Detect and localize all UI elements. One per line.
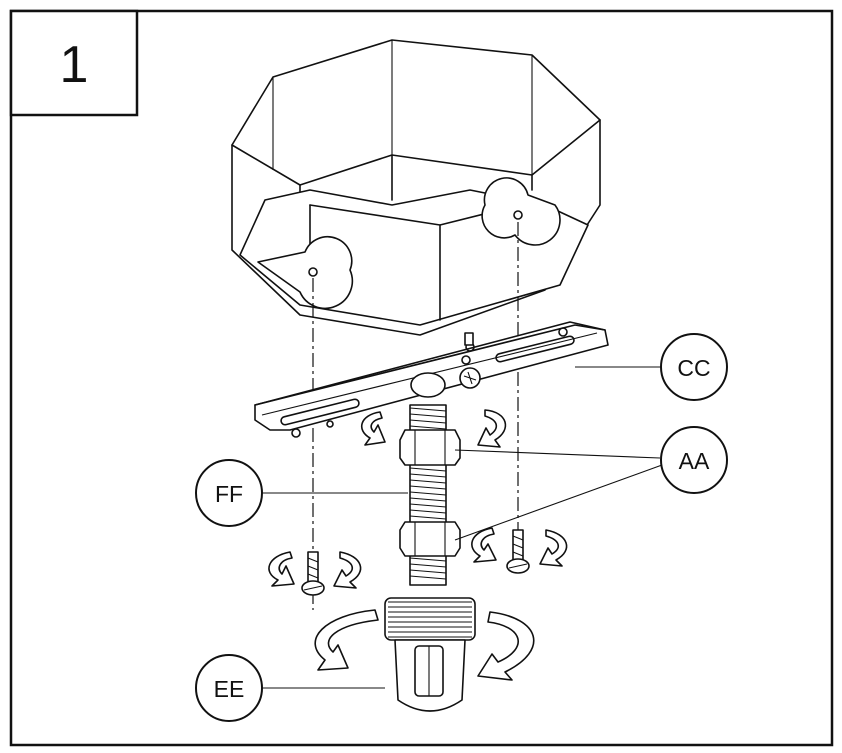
rotate-arrow-screw-left-a	[268, 551, 295, 587]
callout-ff-label: FF	[215, 481, 243, 507]
callout-ee-label: EE	[214, 676, 245, 702]
rotate-arrow-screw-right-a	[471, 527, 497, 563]
callout-cc: CC	[660, 333, 728, 401]
rotate-arrow-socket-left	[314, 609, 379, 671]
rotate-arrow-socket-right	[477, 611, 535, 681]
thread-line	[409, 569, 447, 574]
thread-line	[409, 515, 447, 520]
thread-line	[409, 407, 447, 412]
thread-line	[409, 491, 447, 496]
outer-frame	[9, 9, 834, 747]
thread-line	[409, 479, 447, 484]
thread-line	[409, 413, 447, 418]
socket-threads	[388, 601, 472, 638]
thread-line	[409, 473, 447, 478]
thread-line	[409, 485, 447, 490]
rotate-arrow-right-top	[477, 409, 507, 448]
screw-right	[506, 529, 530, 574]
callout-ff: FF	[195, 459, 263, 527]
rotate-arrow-screw-left-b	[333, 551, 362, 589]
thread-line	[409, 563, 447, 568]
thread-line	[409, 503, 447, 508]
leader-aa-upper	[454, 449, 661, 459]
callout-cc-label: CC	[677, 355, 710, 381]
callout-ee: EE	[195, 654, 263, 722]
thread-line	[409, 557, 447, 562]
callout-aa: AA	[660, 426, 728, 494]
threaded-rod	[399, 404, 461, 586]
thread-line	[409, 497, 447, 502]
rotate-arrow-left-top	[360, 411, 386, 446]
junction-box	[231, 39, 601, 336]
rotate-arrow-screw-right-b	[539, 529, 568, 567]
step-number: 1	[60, 36, 89, 94]
leader-aa-lower	[454, 464, 663, 541]
lamp-socket	[384, 597, 476, 712]
crossbar	[254, 321, 609, 438]
step-box: 1	[9, 9, 139, 117]
screw-left	[301, 551, 325, 596]
thread-line	[409, 419, 447, 424]
thread-line	[409, 425, 447, 430]
rod-threads	[409, 407, 447, 580]
callout-aa-label: AA	[679, 448, 710, 474]
thread-line	[409, 467, 447, 472]
thread-line	[409, 509, 447, 514]
thread-line	[409, 575, 447, 580]
